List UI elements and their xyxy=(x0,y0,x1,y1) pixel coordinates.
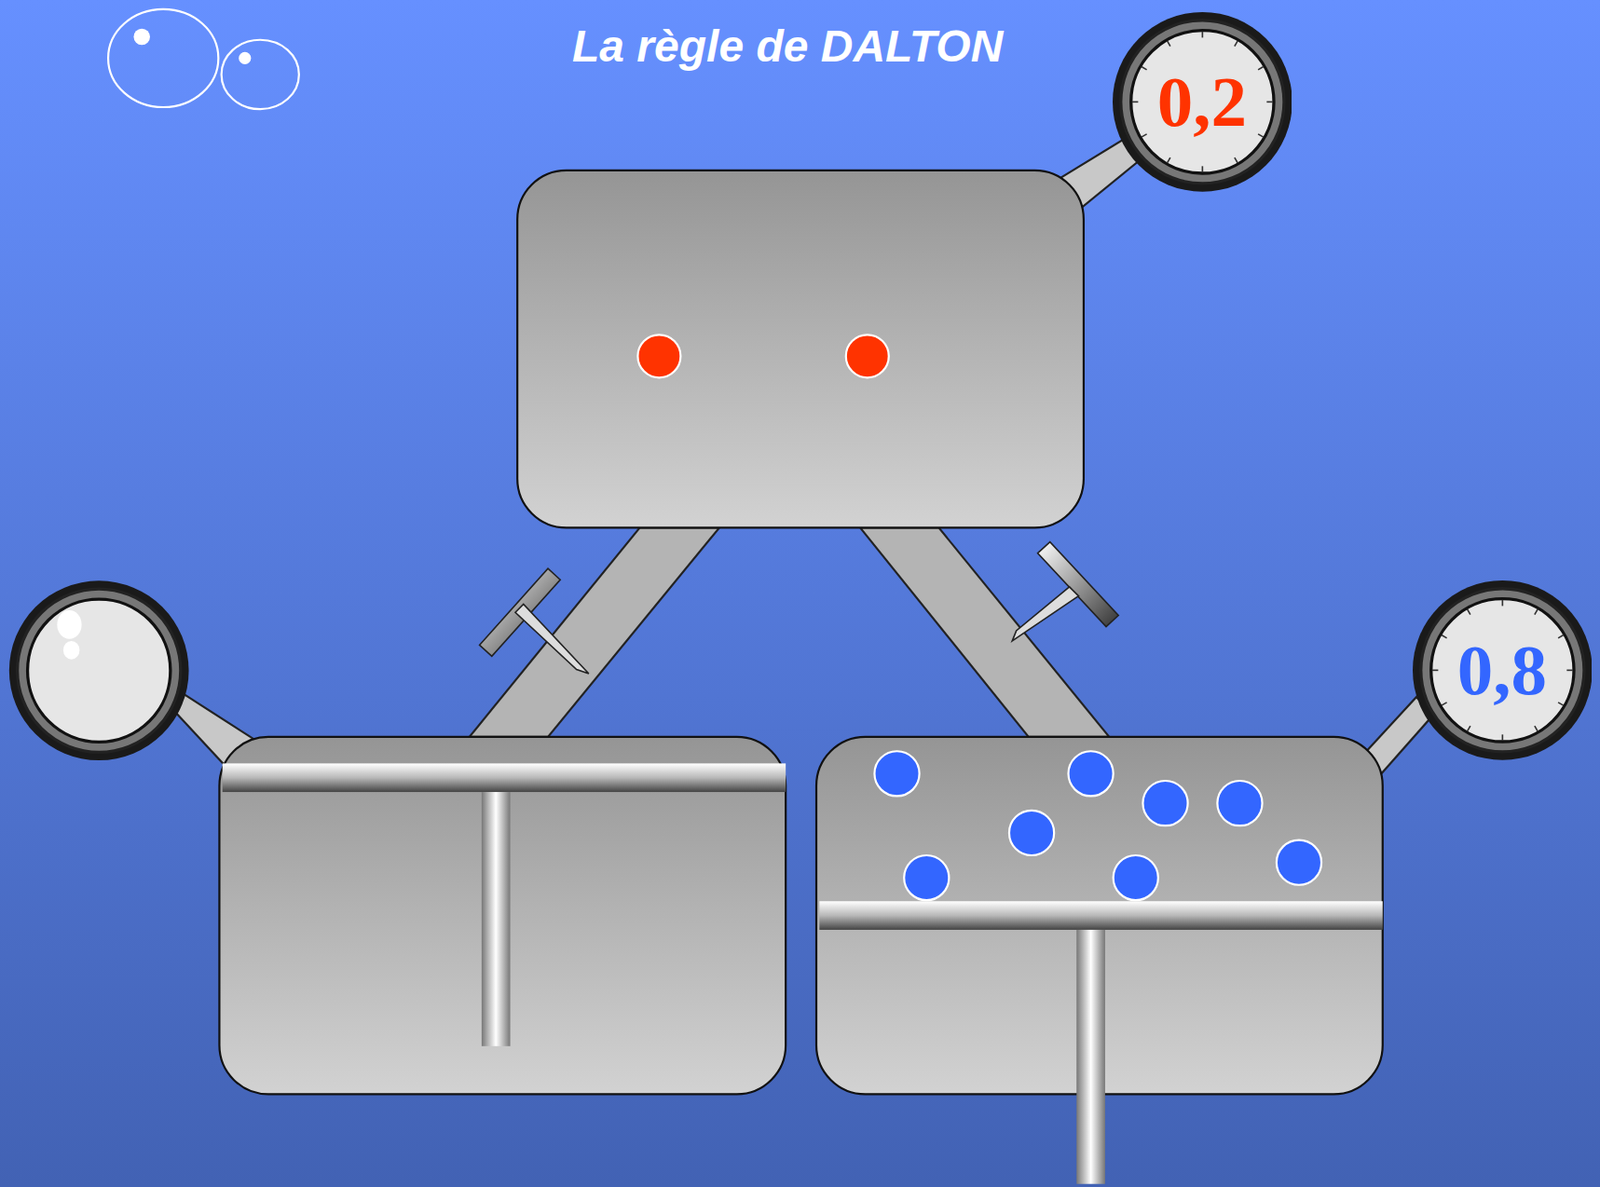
diagram-title: La règle de DALTON xyxy=(572,20,1003,72)
pressure-value: 0,8 xyxy=(1457,629,1547,712)
pressure-gauge: 0,2 xyxy=(1112,12,1293,192)
pressure-value: 0,2 xyxy=(1157,60,1247,144)
pressure-gauge: 0,8 xyxy=(1412,580,1593,761)
